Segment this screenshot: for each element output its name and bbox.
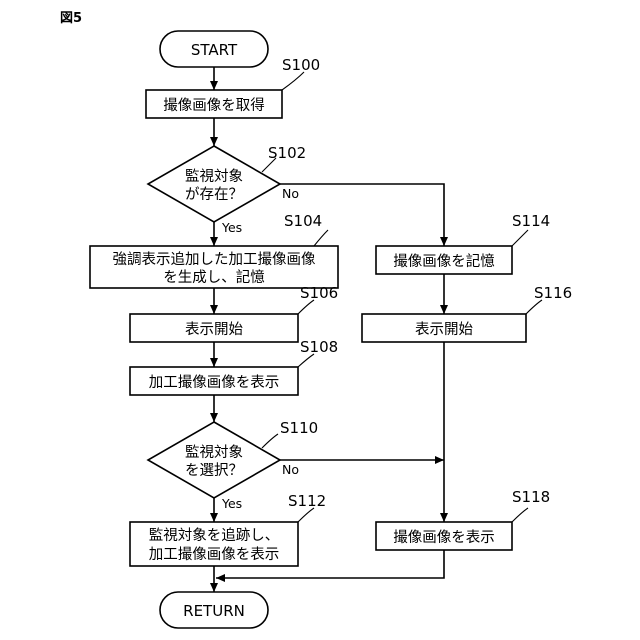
s102-no-label: No xyxy=(282,186,299,201)
figure-label: 図5 xyxy=(60,11,82,26)
s102-line2: が存在？ xyxy=(185,186,243,203)
s118-leader xyxy=(512,508,528,522)
s100-leader xyxy=(282,72,304,90)
s116-text: 表示開始 xyxy=(415,321,473,338)
s112-id: S112 xyxy=(288,492,326,510)
s106-leader xyxy=(298,300,314,314)
s114-text: 撮像画像を記憶 xyxy=(393,253,495,270)
s100-text: 撮像画像を取得 xyxy=(163,97,265,114)
s104-leader xyxy=(314,230,328,246)
s112-leader xyxy=(298,508,314,522)
step-s116: 表示開始 S116 xyxy=(362,284,572,342)
step-s118: 撮像画像を表示 S118 xyxy=(376,488,550,550)
s102-id: S102 xyxy=(268,144,306,162)
s104-id: S104 xyxy=(284,212,322,230)
s110-leader xyxy=(262,434,278,448)
s104-line1: 強調表示追加した加工撮像画像 xyxy=(113,251,316,268)
s110-line2: を選択？ xyxy=(185,462,243,479)
decision-s102: 監視対象 が存在？ S102 Yes No xyxy=(148,144,306,235)
s102-yes-label: Yes xyxy=(221,220,242,235)
s116-leader xyxy=(526,300,542,314)
s110-id: S110 xyxy=(280,419,318,437)
s110-no-label: No xyxy=(282,462,299,477)
s110-yes-label: Yes xyxy=(221,496,242,511)
return-label: RETURN xyxy=(183,602,245,620)
s110-line1: 監視対象 xyxy=(185,444,243,461)
step-s106: 表示開始 S106 xyxy=(130,284,338,342)
s114-id: S114 xyxy=(512,212,550,230)
s100-id: S100 xyxy=(282,56,320,74)
s106-id: S106 xyxy=(300,284,338,302)
s114-leader xyxy=(512,230,528,246)
s108-text: 加工撮像画像を表示 xyxy=(149,374,280,391)
s106-text: 表示開始 xyxy=(185,321,243,338)
return-terminal: RETURN xyxy=(160,592,268,628)
s102-line1: 監視対象 xyxy=(185,168,243,185)
s118-id: S118 xyxy=(512,488,550,506)
step-s114: 撮像画像を記憶 S114 xyxy=(376,212,550,274)
start-terminal: START xyxy=(160,31,268,67)
s108-id: S108 xyxy=(300,338,338,356)
step-s108: 加工撮像画像を表示 S108 xyxy=(130,338,338,395)
s116-id: S116 xyxy=(534,284,572,302)
s118-text: 撮像画像を表示 xyxy=(393,529,495,546)
s112-line2: 加工撮像画像を表示 xyxy=(149,546,280,563)
s104-line2: を生成し、記憶 xyxy=(163,269,265,286)
s112-line1: 監視対象を追跡し、 xyxy=(149,527,280,544)
start-label: START xyxy=(191,41,238,59)
